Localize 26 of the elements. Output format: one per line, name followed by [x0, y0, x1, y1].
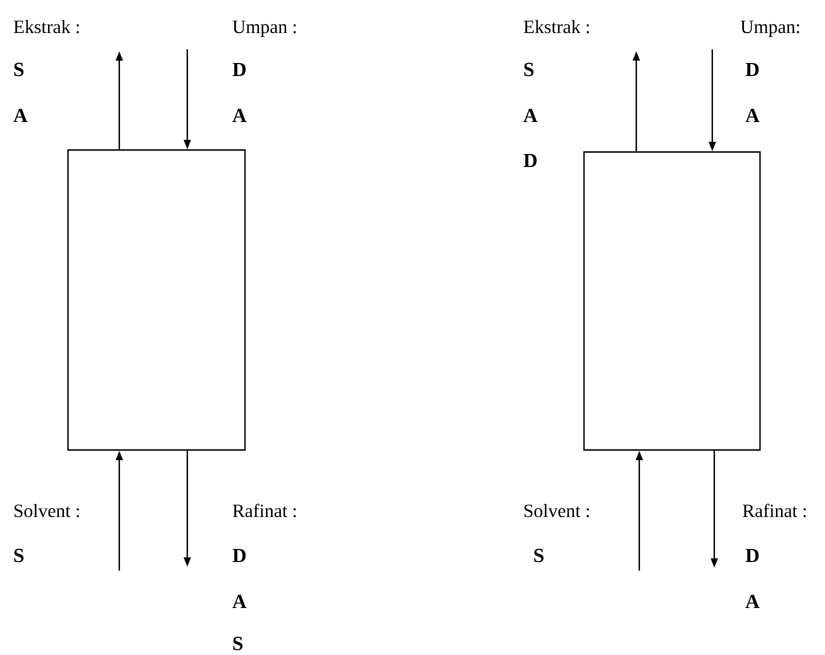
column-box — [583, 151, 761, 451]
stream-label: Ekstrak : — [14, 20, 79, 34]
stream-label: Rafinat : — [742, 504, 806, 518]
stream-label: Solvent : — [524, 504, 589, 518]
component-letter: A — [745, 108, 760, 122]
component-letter: S — [524, 62, 534, 76]
component-letter: D — [232, 62, 246, 76]
stream-label: Umpan : — [232, 20, 296, 37]
column-box — [67, 149, 246, 451]
component-letter: D — [746, 62, 759, 76]
component-letter: S — [233, 636, 242, 650]
stream-label: Rafinat : — [232, 504, 296, 518]
component-letter: A — [13, 108, 28, 122]
component-letter: S — [534, 548, 544, 562]
stream-label: Umpan: — [740, 20, 800, 37]
stream-label: Solvent : — [14, 504, 79, 518]
stream-label: Ekstrak : — [524, 20, 589, 34]
component-letter: D — [746, 548, 759, 562]
component-letter: S — [14, 62, 24, 76]
component-letter: D — [232, 548, 246, 562]
component-letter: A — [745, 594, 760, 608]
component-letter: S — [14, 548, 24, 562]
component-letter: A — [232, 594, 246, 608]
component-letter: D — [524, 154, 537, 168]
component-letter: A — [523, 108, 538, 122]
component-letter: A — [232, 108, 246, 122]
